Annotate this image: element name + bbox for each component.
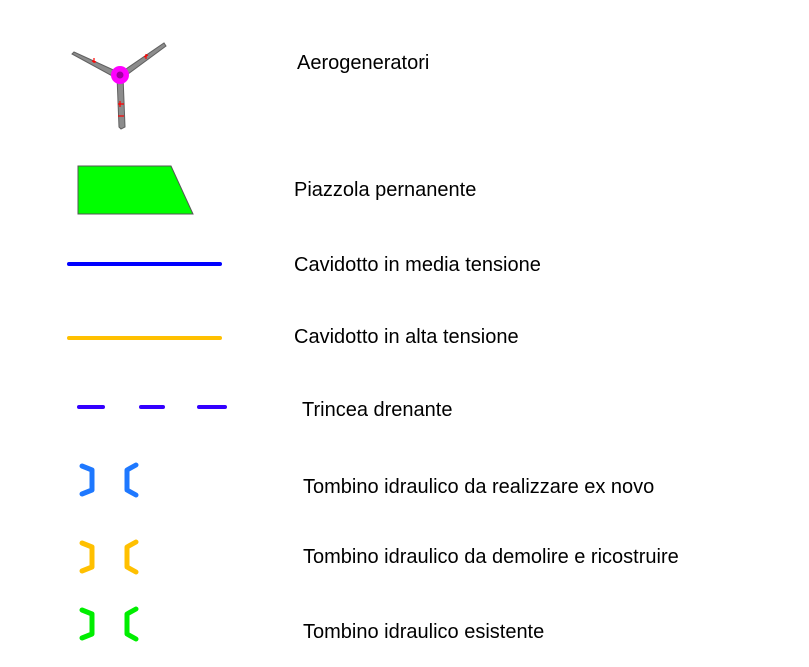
platform-trapezoid-icon — [77, 165, 194, 215]
legend-label-wind-turbine: Aerogeneratori — [297, 52, 430, 74]
medium-voltage-line-icon — [67, 262, 222, 266]
legend-label-drainage-trench: Trincea drenante — [302, 399, 453, 421]
legend-label-high-voltage: Cavidotto in alta tensione — [294, 326, 519, 348]
culvert-new-brackets-icon — [79, 462, 139, 498]
legend-label-platform: Piazzola pernanente — [294, 179, 477, 201]
drainage-trench-dashed-icon — [77, 405, 227, 409]
culvert-rebuild-brackets-icon — [79, 539, 139, 575]
wind-turbine-icon — [71, 42, 167, 130]
high-voltage-line-icon — [67, 336, 222, 340]
culvert-existing-brackets-icon — [79, 606, 139, 642]
legend-label-culvert-existing: Tombino idraulico esistente — [303, 621, 545, 643]
legend-label-medium-voltage: Cavidotto in media tensione — [294, 254, 541, 276]
legend-label-culvert-rebuild: Tombino idraulico da demolire e ricostru… — [303, 546, 679, 568]
legend-label-culvert-new: Tombino idraulico da realizzare ex novo — [303, 476, 655, 498]
